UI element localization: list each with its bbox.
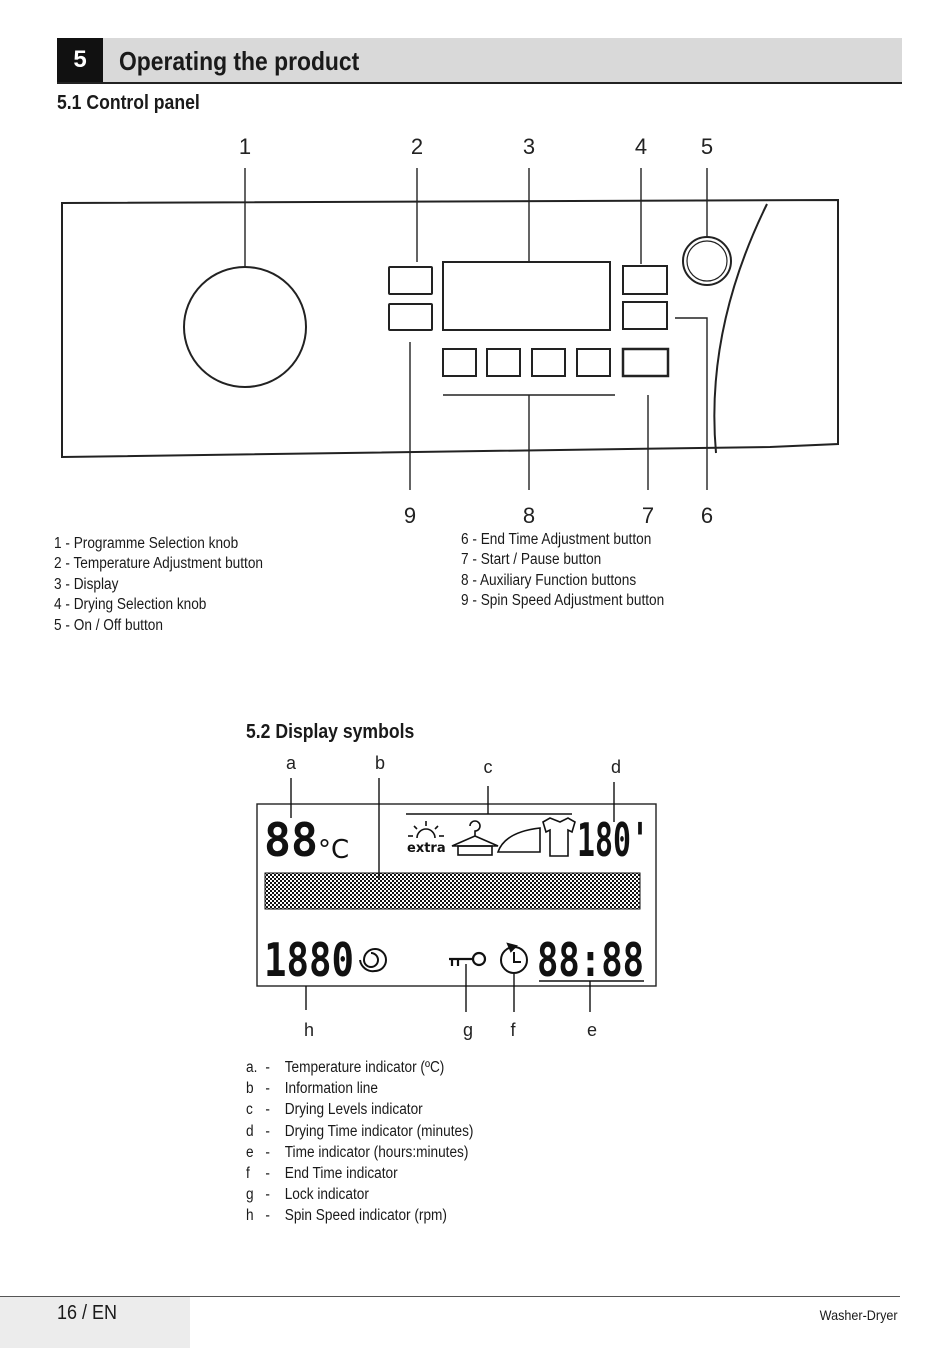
- page-number: 16 / EN: [57, 1302, 118, 1324]
- hanger-icon: [451, 820, 499, 856]
- control-panel-legend-right: 6 - End Time Adjustment button 7 - Start…: [461, 530, 664, 612]
- time-digits: 88:88: [537, 933, 644, 987]
- section-number: 5: [57, 38, 103, 82]
- callout-7: 7: [642, 503, 654, 528]
- display-symbols-diagram: 88 °C extra 180' 1880 88:88: [256, 753, 657, 1040]
- end-time-clock-icon: [500, 942, 528, 974]
- legend-row: d-Drying Time indicator (minutes): [246, 1122, 474, 1140]
- legend-item: 3 - Display: [54, 575, 119, 593]
- callout-6: 6: [701, 503, 713, 528]
- lcd-frame: [256, 803, 657, 987]
- extra-dry-icon: [408, 821, 444, 839]
- legend-row: b-Information line: [246, 1080, 378, 1098]
- legend-item: 5 - On / Off button: [54, 616, 163, 634]
- letter-a: a: [286, 753, 297, 773]
- letter-c: c: [484, 757, 493, 777]
- letter-b: b: [375, 753, 385, 773]
- section-title: Operating the product: [119, 46, 360, 76]
- spin-speed-button: [388, 303, 433, 331]
- legend-row: g-Lock indicator: [246, 1186, 369, 1204]
- legend-item: 6 - End Time Adjustment button: [461, 531, 652, 548]
- display-window: [442, 261, 611, 331]
- section-header: 5 Operating the product: [57, 38, 902, 84]
- callout-4: 4: [635, 134, 647, 159]
- information-line: [264, 872, 641, 910]
- footer-divider: [0, 1296, 900, 1297]
- spin-speed-digits: 1880: [264, 933, 354, 987]
- temp-unit: °C: [318, 835, 349, 865]
- start-pause-button: [621, 347, 670, 378]
- aux-button-1: [442, 348, 477, 377]
- letter-e: e: [587, 1020, 597, 1040]
- callout-9: 9: [404, 503, 416, 528]
- letter-d: d: [611, 757, 621, 777]
- aux-button-2: [486, 348, 521, 377]
- footer-page-box: [0, 1296, 190, 1348]
- aux-button-4: [576, 348, 611, 377]
- control-panel-legend-left: 1 - Programme Selection knob 2 - Tempera…: [54, 534, 263, 636]
- drying-button: [622, 265, 668, 295]
- aux-button-3: [531, 348, 566, 377]
- lock-key-icon: [449, 951, 487, 967]
- callout-8: 8: [523, 503, 535, 528]
- shirt-icon: [542, 817, 576, 857]
- temperature-button: [388, 266, 433, 295]
- display-symbols-heading: 5.2 Display symbols: [246, 721, 415, 743]
- display-symbols-legend: a.-Temperature indicator (ºC) b-Informat…: [246, 1057, 473, 1227]
- end-time-button: [622, 301, 668, 330]
- control-panel-heading: 5.1 Control panel: [57, 92, 200, 114]
- callout-5: 5: [701, 134, 713, 159]
- legend-row: c-Drying Levels indicator: [246, 1101, 423, 1119]
- legend-item: 4 - Drying Selection knob: [54, 596, 207, 614]
- legend-row: h-Spin Speed indicator (rpm): [246, 1207, 447, 1225]
- letter-f: f: [510, 1020, 516, 1040]
- legend-row: f-End Time indicator: [246, 1164, 398, 1182]
- iron-dry-icon: [496, 827, 541, 853]
- legend-item: 8 - Auxiliary Function buttons: [461, 571, 637, 589]
- letter-g: g: [463, 1020, 473, 1040]
- legend-item: 1 - Programme Selection knob: [54, 535, 239, 552]
- temp-digits: 88: [264, 813, 318, 867]
- panel-curve: [713, 203, 768, 454]
- legend-item: 7 - Start / Pause button: [461, 551, 602, 569]
- letter-h: h: [304, 1020, 314, 1040]
- spin-icon: [359, 948, 387, 973]
- extra-label: extra: [407, 841, 446, 856]
- legend-item: 9 - Spin Speed Adjustment button: [461, 592, 665, 610]
- panel-outline: [61, 198, 839, 459]
- legend-item: 2 - Temperature Adjustment button: [54, 555, 264, 573]
- legend-row: a.-Temperature indicator (ºC): [246, 1059, 445, 1076]
- control-panel-diagram: 1 2 3 4 5 9 8 7 6: [61, 134, 839, 528]
- callout-1: 1: [239, 134, 251, 159]
- legend-row: e-Time indicator (hours:minutes): [246, 1143, 469, 1161]
- callout-3: 3: [523, 134, 535, 159]
- drying-time-digits: 180': [577, 813, 649, 867]
- product-name: Washer-Dryer: [820, 1307, 898, 1323]
- callout-2: 2: [411, 134, 423, 159]
